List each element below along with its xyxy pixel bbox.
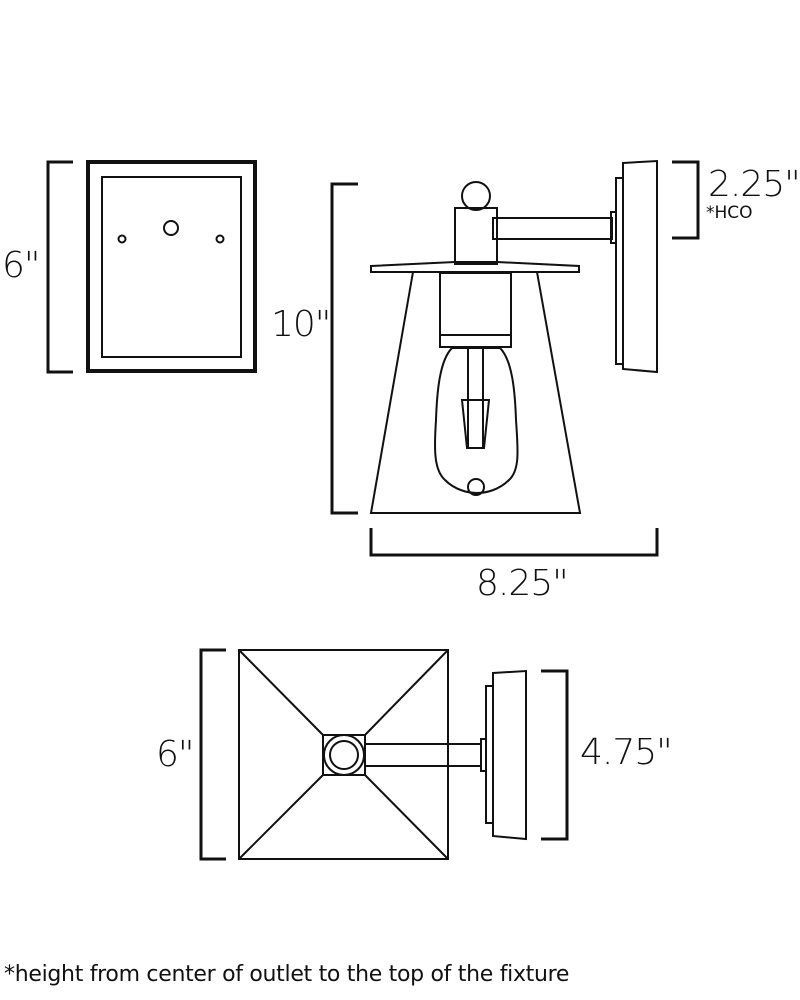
glass-shade [369,271,582,514]
backplate-height-label: 6" [2,245,40,286]
fixture-height-label: 10" [271,304,331,345]
hip-line-bl [238,774,324,860]
filament-icon [460,399,491,449]
top-backplate-profile [492,669,527,841]
backplate-bevel [88,162,255,371]
backplate-outer-frame [86,160,257,373]
mounting-hole-left-icon [117,234,127,244]
hip-line-tr [364,649,449,736]
top-depth-label: 6" [156,734,194,775]
fixture-width-label: 8.25" [476,563,569,604]
fixture-arm [492,217,613,240]
top-depth-bracket [199,648,226,861]
backplate-side-profile [622,159,658,374]
mounting-hole-right-icon [215,234,225,244]
hco-note-label: *HCO [706,203,753,223]
side-elevation-view [330,159,700,557]
top-arm [364,743,482,767]
outlet-hole-icon [163,220,179,236]
top-plan-view [199,648,569,861]
hco-value-label: 2.25" [708,164,800,205]
top-backplate-label: 4.75" [580,732,673,773]
finial-inner-ring-icon [329,740,359,770]
fixture-stem [454,207,498,265]
backplate-edge [615,177,624,365]
top-backplate-edge [485,685,494,824]
shade-top-outline [238,649,449,860]
hco-bracket [672,160,700,240]
fixture-width-bracket [369,528,659,557]
hip-line-tl [238,649,324,736]
backplate-height-bracket [46,160,73,374]
top-backplate-bracket [541,669,569,841]
shade-brim [370,261,580,273]
fixture-height-bracket [330,182,358,515]
backplate-inner-panel [101,176,242,358]
edison-bulb-icon [434,347,519,495]
bulb-tip [467,478,485,496]
backplate-front-view [46,160,257,374]
hip-line-br [364,774,449,860]
footnote: *height from center of outlet to the top… [4,962,570,987]
finial-ball-icon [461,181,491,211]
